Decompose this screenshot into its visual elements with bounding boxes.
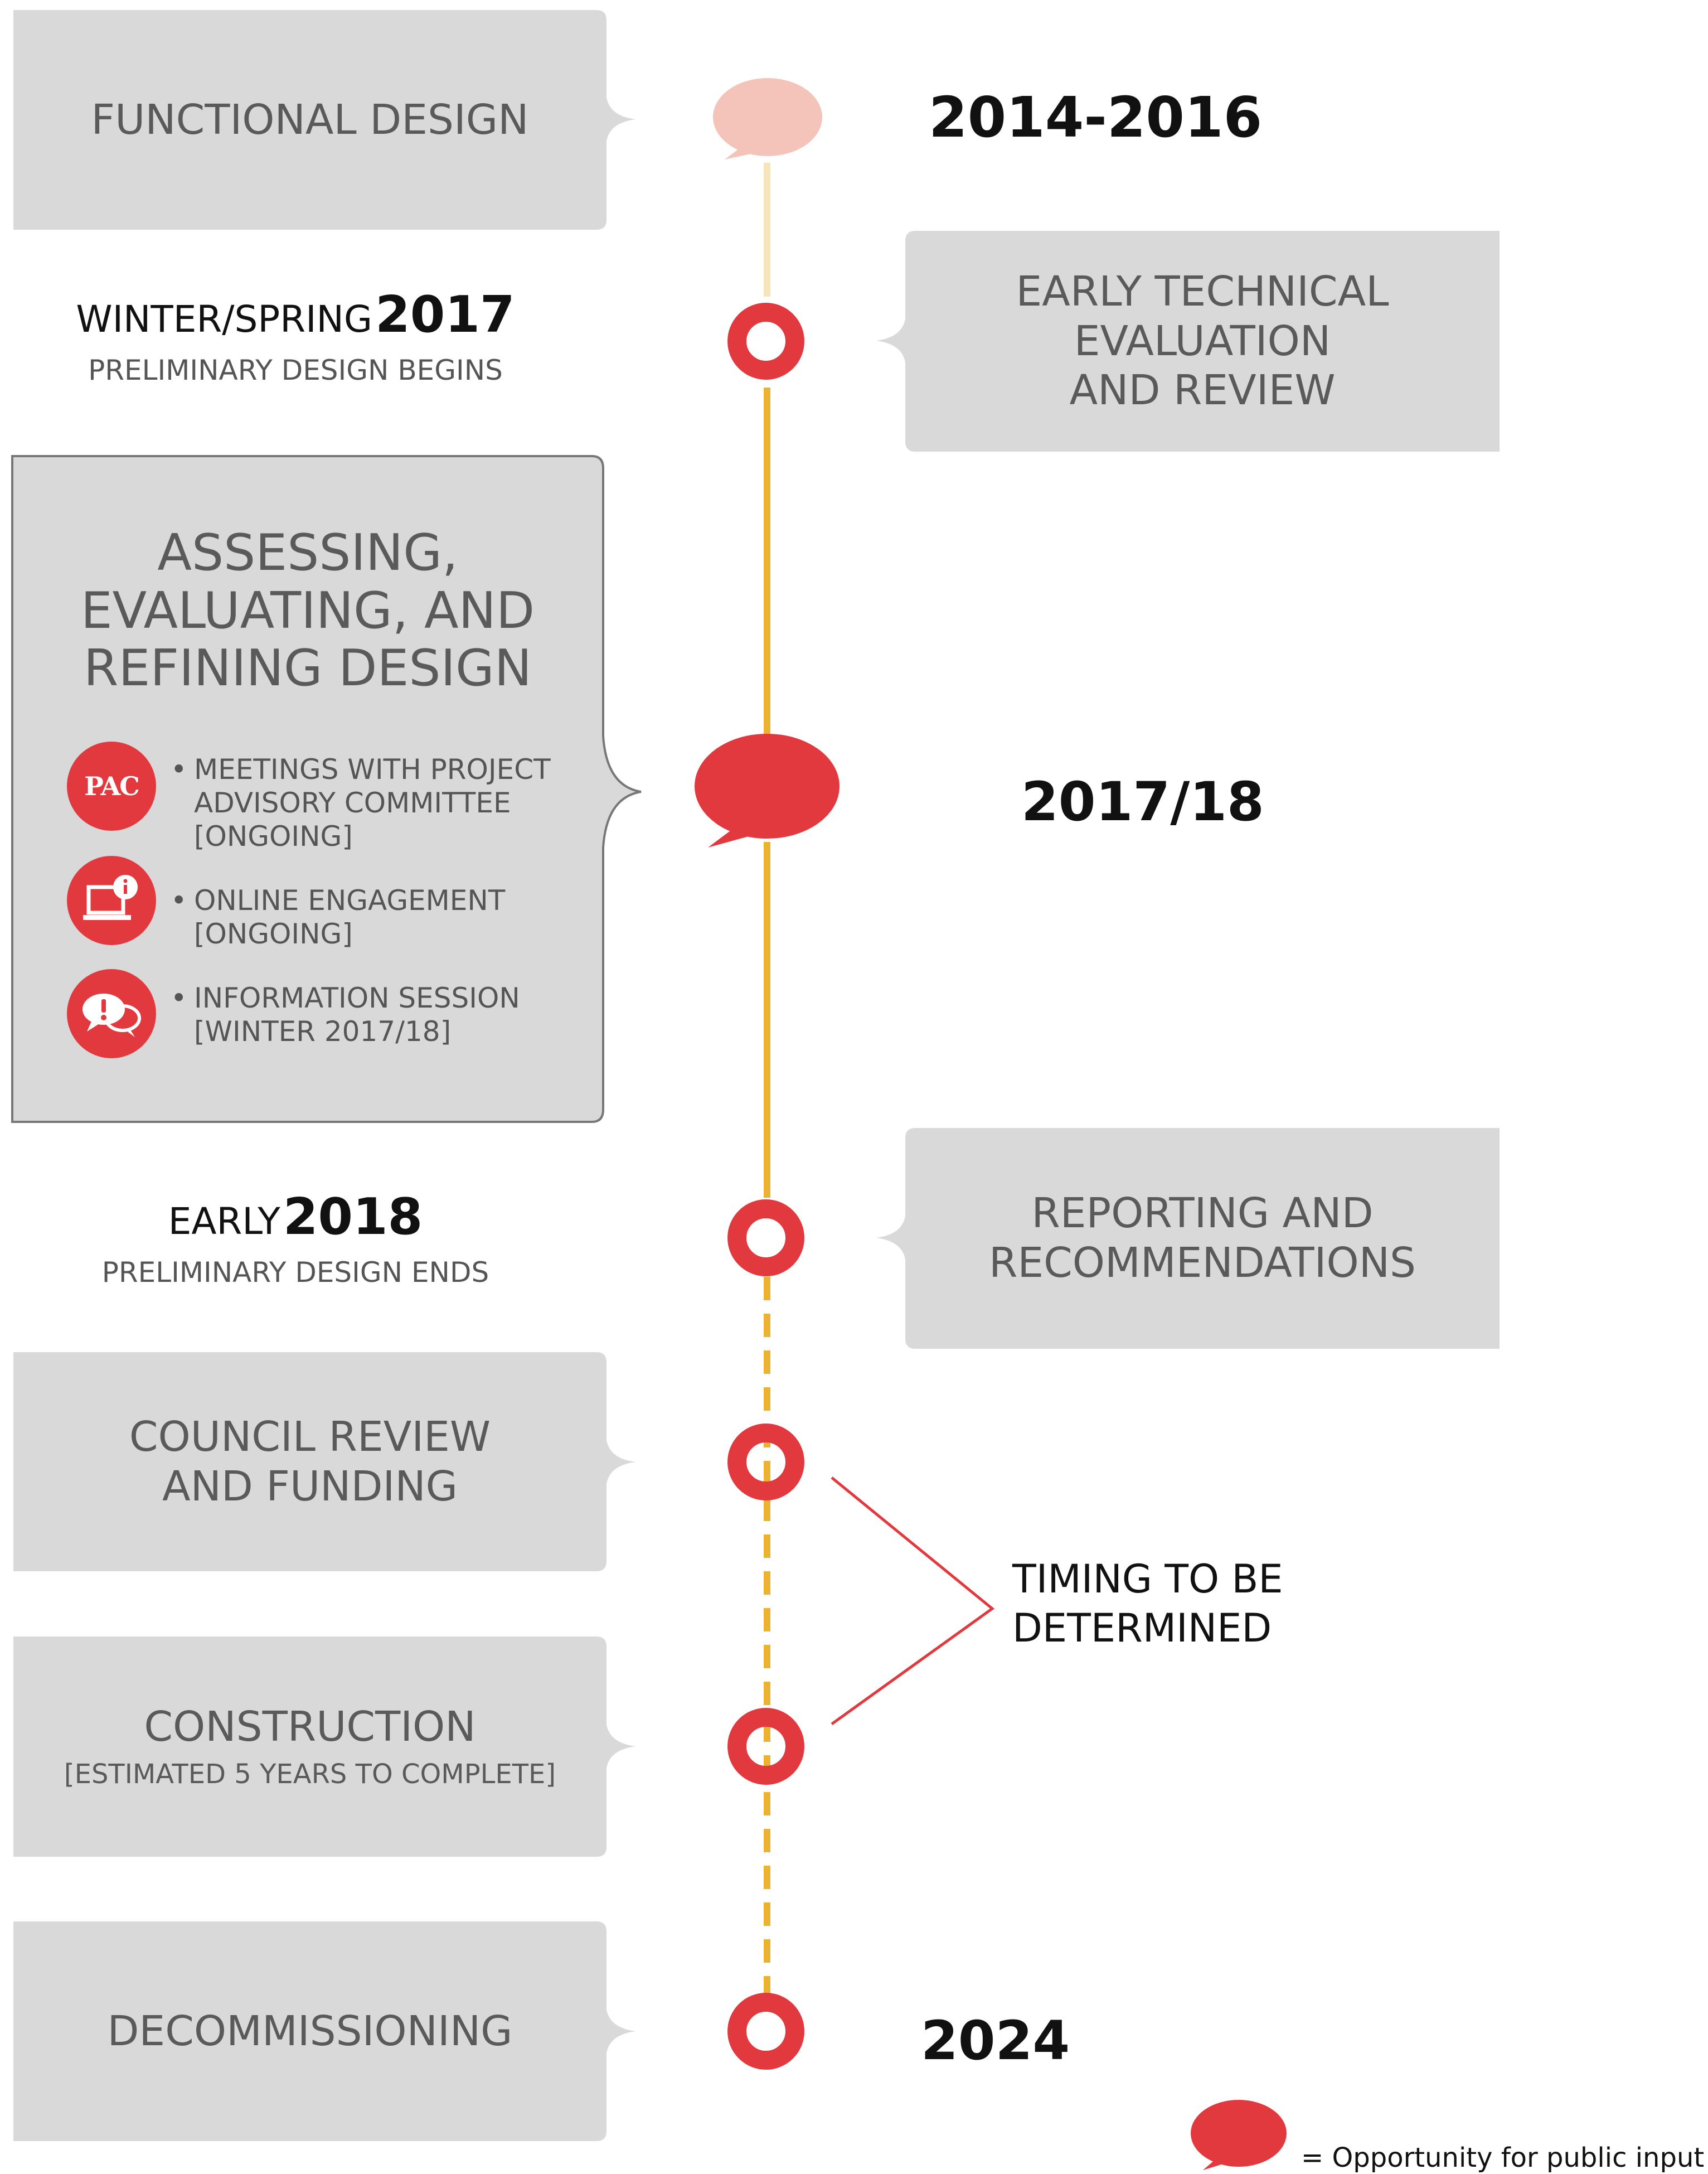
stage-assessing-title: ASSESSING, EVALUATING, AND REFINING DESI…: [12, 524, 603, 703]
date-2017-18: 2017/18: [1021, 771, 1264, 833]
timing-note-line: TIMING TO BE: [1012, 1556, 1283, 1602]
timeline-ring-marker: [727, 303, 804, 380]
stage-assessing-line: REFINING DESIGN: [83, 639, 532, 698]
date-main: EARLY 2018: [33, 1188, 557, 1246]
box-early-technical: [876, 231, 1500, 452]
date-main: WINTER/SPRING 2017: [33, 285, 557, 344]
stage-early-technical-line: AND REVIEW: [1069, 366, 1336, 415]
stage-reporting: REPORTING AND RECOMMENDATIONS: [905, 1128, 1500, 1349]
engagement-line: [ONGOING]: [194, 918, 353, 950]
date-prefix: EARLY: [168, 1200, 280, 1243]
engagement-line: ADVISORY COMMITTEE: [194, 787, 511, 819]
stage-assessing-line: EVALUATING, AND: [80, 581, 535, 640]
pac-badge-text: PAC: [84, 771, 140, 801]
timing-note-line: DETERMINED: [1012, 1605, 1272, 1651]
stage-decommissioning: DECOMMISSIONING: [107, 2007, 513, 2055]
date-early-2018: EARLY 2018 PRELIMINARY DESIGN ENDS: [33, 1188, 557, 1289]
speech-bubble-icon: [713, 78, 822, 159]
laptop-info-glyph: [83, 875, 138, 920]
timing-note: TIMING TO BE DETERMINED: [1012, 1555, 1283, 1653]
engagement-line: [ONGOING]: [194, 820, 353, 853]
date-year: 2018: [283, 1188, 423, 1246]
chat-bubbles-icon: [67, 969, 156, 1058]
date-subtitle: PRELIMINARY DESIGN BEGINS: [88, 354, 503, 386]
box-assessing: [11, 455, 642, 1123]
engagement-item-online: • ONLINE ENGAGEMENT [ONGOING]: [171, 884, 506, 951]
stage-construction: CONSTRUCTION [ESTIMATED 5 YEARS TO COMPL…: [13, 1636, 606, 1857]
chat-bubbles-glyph: [83, 994, 141, 1037]
engagement-line: MEETINGS WITH PROJECT: [194, 753, 551, 786]
legend-speech-bubble-icon: [1191, 2100, 1287, 2170]
date-prefix: WINTER/SPRING: [76, 298, 373, 341]
stage-early-technical-line: EVALUATION: [1074, 317, 1331, 365]
speech-bubble-icon: [695, 734, 840, 848]
legend-label: = Opportunity for public input: [1301, 2142, 1705, 2173]
timeline-ring-marker: [727, 1708, 804, 1785]
box-decommissioning: [13, 1921, 635, 2141]
engagement-line: ONLINE ENGAGEMENT: [194, 884, 506, 917]
date-year: 2017: [375, 285, 515, 344]
date-subtitle: PRELIMINARY DESIGN ENDS: [101, 1256, 489, 1289]
box-construction: [13, 1636, 635, 1857]
date-2024: 2024: [921, 2010, 1070, 2072]
stage-reporting-line: RECOMMENDATIONS: [988, 1239, 1416, 1287]
stage-assessing-line: ASSESSING,: [157, 524, 458, 582]
stage-early-technical-line: EARLY TECHNICAL: [1016, 267, 1389, 316]
stage-council-line: AND FUNDING: [162, 1462, 458, 1510]
box-council: [13, 1352, 635, 1571]
construction-title: CONSTRUCTION: [144, 1703, 476, 1751]
bullet-dot: •: [171, 884, 187, 917]
engagement-item-pac: • MEETINGS WITH PROJECT ADVISORY COMMITT…: [171, 753, 551, 853]
construction-note: [ESTIMATED 5 YEARS TO COMPLETE]: [64, 1759, 556, 1790]
timeline-ring-marker: [727, 1993, 804, 2070]
timing-bracket: [831, 1476, 995, 1726]
box-functional-design: [13, 10, 635, 230]
stage-council-line: COUNCIL REVIEW: [129, 1412, 491, 1461]
stage-reporting-line: REPORTING AND: [1031, 1189, 1374, 1238]
bullet-dot: •: [171, 982, 187, 1014]
engagement-line: INFORMATION SESSION: [194, 982, 520, 1014]
pac-icon: PAC: [67, 742, 156, 831]
stage-early-technical: EARLY TECHNICAL EVALUATION AND REVIEW: [905, 231, 1500, 452]
engagement-item-info-session: • INFORMATION SESSION [WINTER 2017/18]: [171, 981, 520, 1048]
timeline-ring-marker: [727, 1423, 804, 1500]
stage-functional-design: FUNCTIONAL DESIGN: [91, 95, 529, 144]
date-2014-2016: 2014-2016: [929, 85, 1263, 150]
stage-council: COUNCIL REVIEW AND FUNDING: [13, 1352, 606, 1571]
bullet-dot: •: [171, 753, 187, 786]
laptop-info-icon: [67, 856, 156, 945]
date-winter-spring-2017: WINTER/SPRING 2017 PRELIMINARY DESIGN BE…: [33, 285, 557, 386]
timeline-ring-marker: [727, 1199, 804, 1276]
box-reporting: [876, 1128, 1500, 1349]
engagement-line: [WINTER 2017/18]: [194, 1015, 452, 1048]
